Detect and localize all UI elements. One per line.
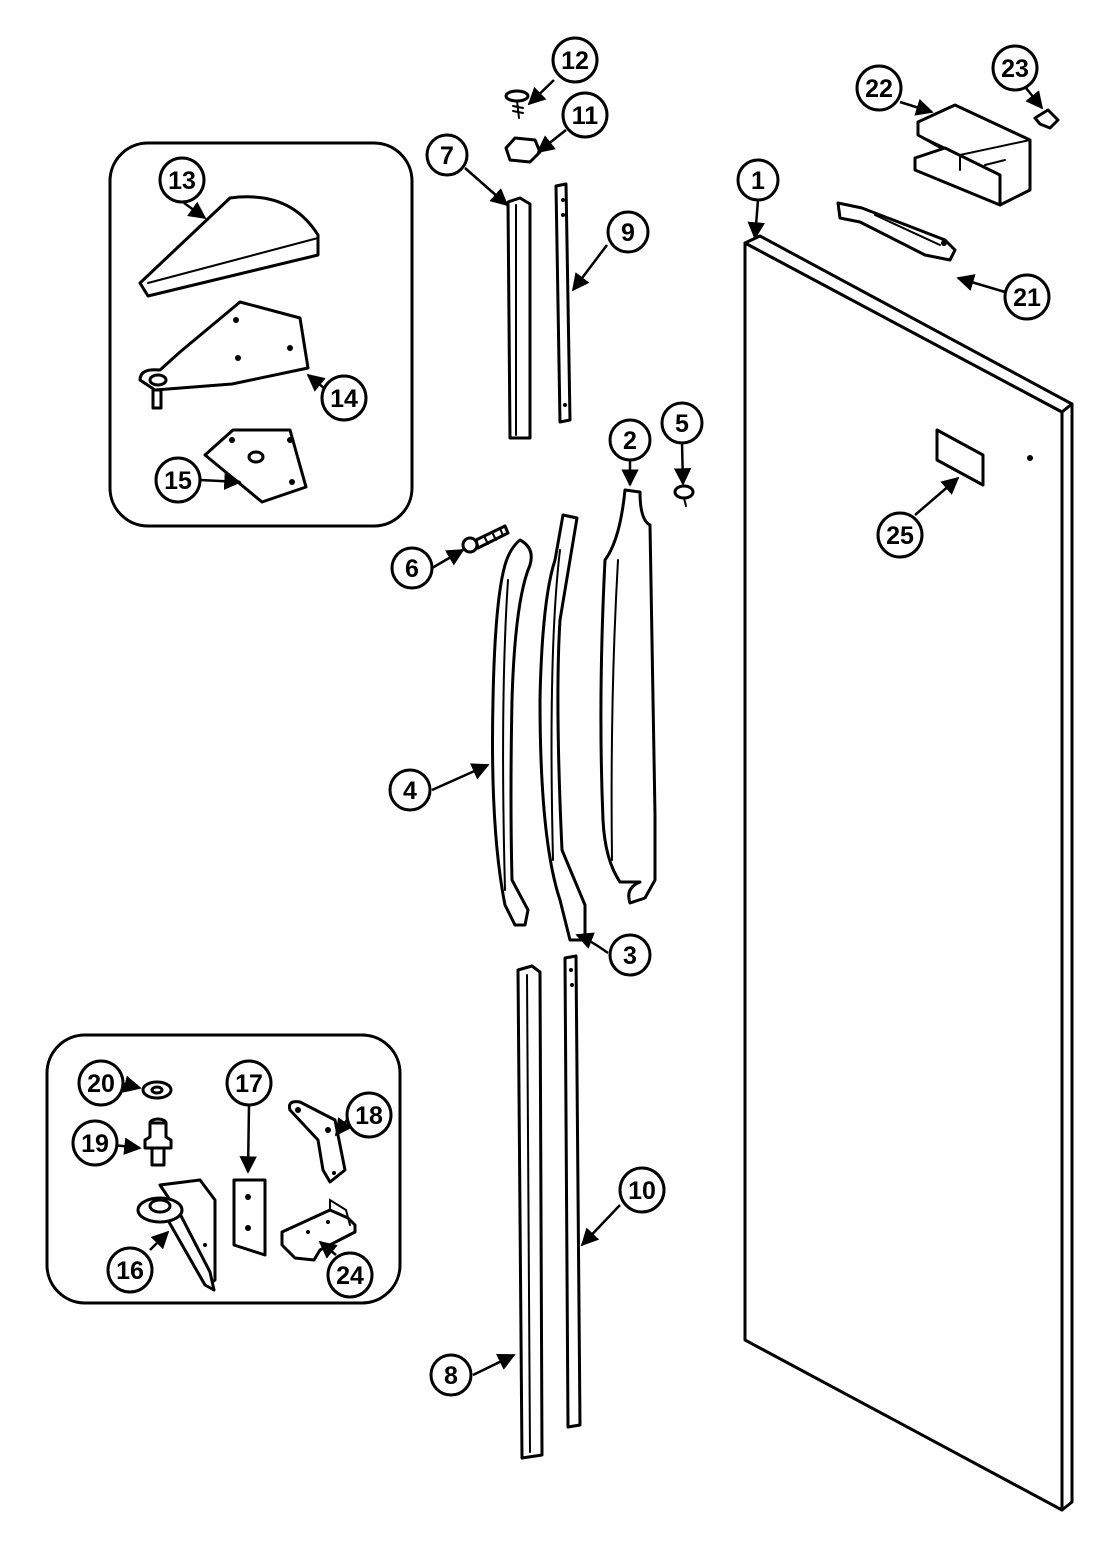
callout-6-label: 6: [405, 555, 419, 583]
callout-17-label: 17: [235, 1070, 263, 1098]
callout-18: 18: [345, 1091, 393, 1139]
lower-trim-channel: [516, 964, 544, 1460]
hinge-cover-wedge: [138, 195, 320, 298]
mounting-screw: [461, 524, 510, 554]
callout-23: 23: [991, 44, 1039, 92]
callout-9-label: 9: [621, 219, 635, 247]
spacer-plate: [232, 1178, 267, 1257]
callout-25-label: 25: [886, 522, 914, 550]
callout-3: 3: [608, 933, 652, 977]
callout-12-label: 12: [561, 47, 589, 75]
callout-24-label: 24: [336, 1262, 364, 1290]
lower-hinge: [136, 1178, 217, 1292]
small-clip: [1033, 108, 1060, 130]
callout-15-label: 15: [164, 467, 192, 495]
callout-10-label: 10: [628, 1177, 656, 1205]
callout-5: 5: [660, 401, 704, 445]
callout-11-label: 11: [572, 102, 599, 130]
hinge-strap: [288, 1100, 347, 1184]
lower-trim-strip: [563, 954, 582, 1429]
callout-8: 8: [429, 1353, 473, 1397]
upper-hinge-plate: [138, 300, 310, 410]
callout-1-label: 1: [751, 167, 765, 195]
callout-2: 2: [608, 418, 652, 462]
callout-15: 15: [154, 456, 202, 504]
end-cap: [504, 136, 542, 164]
callout-8-label: 8: [444, 1362, 458, 1390]
callout-3-label: 3: [623, 942, 637, 970]
callout-16: 16: [106, 1246, 154, 1294]
callout-13-label: 13: [168, 167, 196, 195]
screw-top: [504, 89, 530, 119]
top-hinge-bracket: [836, 201, 957, 262]
callout-19-label: 19: [81, 1130, 109, 1158]
callout-20: 20: [77, 1059, 125, 1107]
handle-insert: [538, 513, 587, 942]
callout-10: 10: [618, 1166, 666, 1214]
callout-5-label: 5: [675, 410, 689, 438]
door-handle: [491, 538, 533, 927]
callout-25: 25: [876, 511, 924, 559]
lower-hinge-plate: [203, 428, 308, 504]
callout-16-label: 16: [116, 1257, 144, 1285]
callout-19: 19: [71, 1119, 119, 1167]
hinge-inset-top: [108, 141, 414, 528]
upper-trim-channel: [506, 196, 532, 440]
callout-21: 21: [1003, 273, 1051, 321]
washer: [141, 1080, 173, 1100]
callout-21-label: 21: [1013, 284, 1041, 312]
handle-base: [599, 488, 657, 905]
callout-22: 22: [855, 64, 903, 112]
callout-17: 17: [225, 1059, 273, 1107]
callout-9: 9: [606, 210, 650, 254]
callout-4: 4: [388, 768, 432, 812]
upper-trim-strip: [554, 182, 572, 424]
hinge-inset-bottom: [45, 1033, 402, 1305]
callout-18-label: 18: [355, 1102, 383, 1130]
label-plate: [935, 428, 985, 487]
callout-11: 11: [561, 91, 609, 139]
callout-7: 7: [425, 133, 469, 177]
callout-20-label: 20: [87, 1070, 115, 1098]
callout-14: 14: [320, 374, 368, 422]
callout-14-label: 14: [330, 385, 358, 413]
leader-lines: [112, 79, 1044, 1377]
hinge-pin: [143, 1117, 173, 1167]
callout-6: 6: [390, 546, 434, 590]
callout-23-label: 23: [1001, 55, 1029, 83]
hinge-bracket: [280, 1198, 357, 1262]
callout-12: 12: [551, 36, 599, 84]
callout-4-label: 4: [403, 777, 417, 805]
callout-1: 1: [736, 158, 780, 202]
callout-13: 13: [158, 156, 206, 204]
callout-22-label: 22: [865, 75, 893, 103]
small-screw: [673, 484, 695, 507]
hinge-cover-block: [913, 103, 1032, 207]
callout-2-label: 2: [623, 427, 637, 455]
callout-24: 24: [326, 1251, 374, 1299]
door-panel: [743, 234, 1074, 1512]
callout-7-label: 7: [440, 142, 454, 170]
